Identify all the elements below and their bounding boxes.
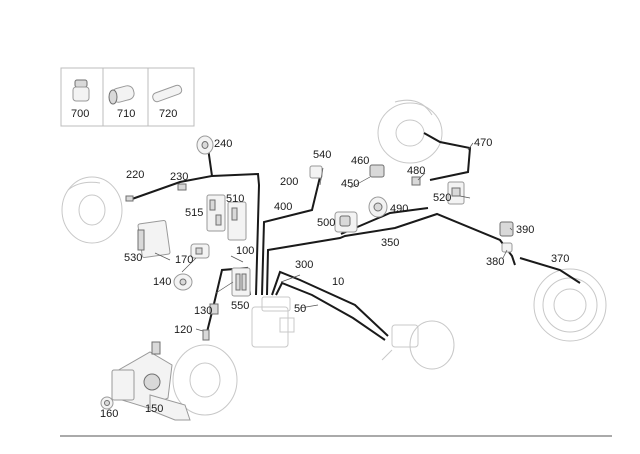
- front-right-brake-disc-icon: [172, 344, 238, 416]
- part-390-sensor-icon: [499, 221, 514, 237]
- callout-200: 200: [280, 176, 298, 188]
- part-510-bracket-icon: [227, 201, 247, 241]
- callout-240: 240: [214, 138, 232, 150]
- callout-50: 50: [294, 303, 306, 315]
- rear-right-brake-disc-icon: [377, 99, 443, 164]
- part-480-clip-icon: [411, 176, 421, 186]
- part-520-bracket-icon: [447, 181, 465, 205]
- callout-470: 470: [474, 137, 492, 149]
- callout-230: 230: [170, 171, 188, 183]
- part-130-fitting-icon: [209, 303, 219, 315]
- part-230-clip-icon: [177, 183, 187, 191]
- part-550-clip-icon: [231, 267, 251, 297]
- label-700: 700: [71, 108, 89, 120]
- callout-530: 530: [124, 252, 142, 264]
- part-515-bracket-icon: [206, 194, 226, 232]
- callout-490: 490: [390, 203, 408, 215]
- callout-10: 10: [332, 276, 344, 288]
- callout-515: 515: [185, 207, 203, 219]
- inset-parts-box: 700 710 720: [60, 67, 195, 127]
- part-700-icon: [72, 79, 90, 102]
- callout-390: 390: [516, 224, 534, 236]
- callout-300: 300: [295, 259, 313, 271]
- callout-150: 150: [145, 403, 163, 415]
- part-170-clip-icon: [190, 243, 210, 259]
- callout-350: 350: [381, 237, 399, 249]
- callout-510: 510: [226, 193, 244, 205]
- brake-booster-icon: [381, 320, 455, 370]
- hydraulic-unit-icon: [251, 296, 295, 348]
- callout-380: 380: [486, 256, 504, 268]
- callout-160: 160: [100, 408, 118, 420]
- part-460-sensor-icon: [369, 164, 385, 178]
- part-500-pump-icon: [334, 211, 358, 233]
- front-left-brake-disc-icon: [61, 176, 123, 244]
- steering-knuckle-icon: [111, 341, 191, 421]
- label-710: 710: [117, 108, 135, 120]
- part-720-icon: [152, 84, 183, 103]
- callout-540: 540: [313, 149, 331, 161]
- part-490-valve-icon: [368, 196, 388, 218]
- brake-lines: [131, 132, 581, 341]
- callout-370: 370: [551, 253, 569, 265]
- callout-480: 480: [407, 165, 425, 177]
- part-540-clip-icon: [309, 165, 323, 179]
- part-240-grommet-icon: [196, 135, 214, 155]
- callout-460: 460: [351, 155, 369, 167]
- rear-left-brake-disc-icon: [533, 268, 607, 342]
- leader-lines: [154, 142, 513, 332]
- callout-450: 450: [341, 178, 359, 190]
- part-160-bolt-icon: [100, 396, 114, 410]
- label-720: 720: [159, 108, 177, 120]
- callout-520: 520: [433, 192, 451, 204]
- callout-500: 500: [317, 217, 335, 229]
- callout-140: 140: [153, 276, 171, 288]
- part-530-module-icon: [137, 219, 171, 259]
- callout-130: 130: [194, 305, 212, 317]
- callout-170: 170: [175, 254, 193, 266]
- callout-100: 100: [236, 245, 254, 257]
- callout-labels: 10 50 100 120 130 140 150 160 170 200 22…: [100, 137, 569, 420]
- part-710-icon: [108, 85, 135, 105]
- part-220-fitting-icon: [125, 195, 134, 202]
- callout-550: 550: [231, 300, 249, 312]
- part-380-fitting-icon: [501, 242, 513, 253]
- part-120-fitting-icon: [202, 329, 210, 341]
- callout-120: 120: [174, 324, 192, 336]
- callout-400: 400: [274, 201, 292, 213]
- part-140-grommet-icon: [173, 273, 193, 291]
- callout-220: 220: [126, 169, 144, 181]
